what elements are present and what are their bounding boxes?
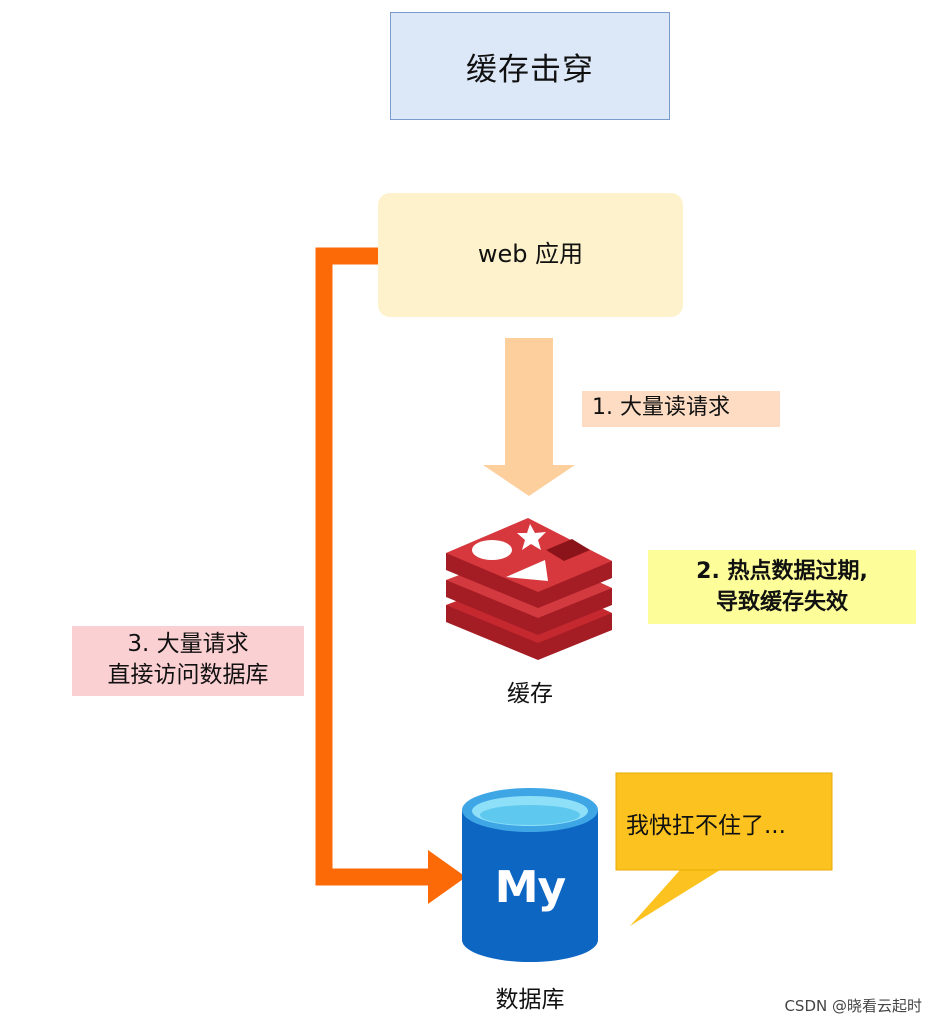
cache-caption: 缓存 [507, 681, 553, 707]
down-arrow [483, 338, 575, 496]
step3-label: 3. 大量请求 直接访问数据库 [72, 626, 304, 696]
speech-bubble [615, 772, 833, 926]
database-caption: 数据库 [495, 987, 565, 1013]
watermark: CSDN @晓看云起时 [784, 997, 922, 1015]
step1-label: 1. 大量读请求 [582, 391, 780, 427]
step3-label-line2: 直接访问数据库 [107, 662, 269, 688]
mysql-logo-text: My [494, 862, 566, 913]
step3-label-line1: 3. 大量请求 [127, 631, 249, 657]
step2-label: 2. 热点数据过期, 导致缓存失效 [648, 550, 916, 624]
redis-cache-icon [446, 518, 612, 660]
page-title: 缓存击穿 [390, 12, 670, 120]
step2-label-line2: 导致缓存失效 [715, 590, 848, 615]
web-app-node: web 应用 [378, 193, 683, 317]
orange-path-arrow [315, 247, 466, 904]
speech-text: 我快扛不住了... [626, 813, 786, 839]
mysql-database-icon [462, 788, 598, 962]
step2-label-line1: 2. 热点数据过期, [696, 559, 868, 584]
